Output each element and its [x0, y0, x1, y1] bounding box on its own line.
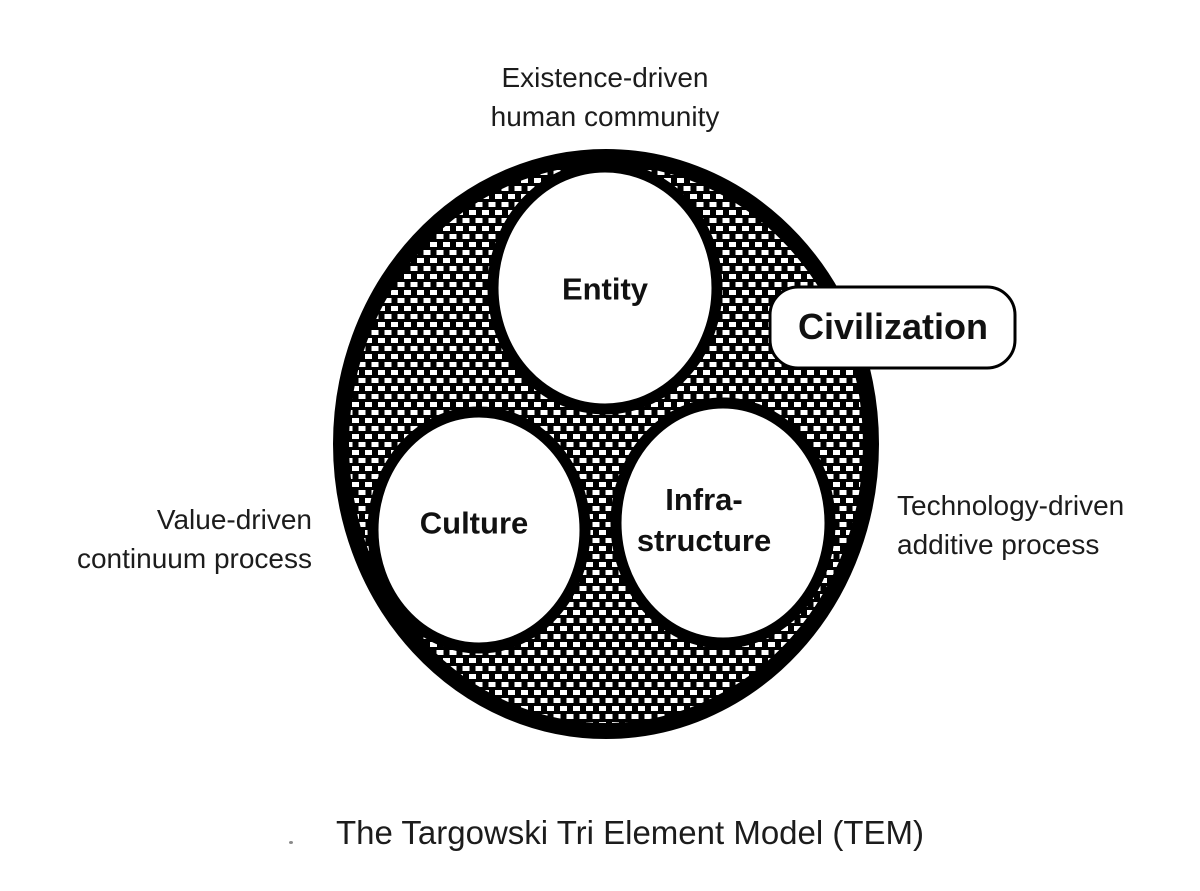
culture-circle-label: Culture [419, 505, 529, 541]
infrastructure-circle-label: Infra- structure [636, 482, 772, 558]
infrastructure-circle [610, 397, 836, 649]
left-annotation: Value-driven continuum process [76, 504, 312, 574]
top-annotation: Existence-driven human community [490, 62, 720, 132]
culture-circle [367, 406, 591, 654]
civilization-badge-shape [768, 285, 1017, 370]
civilization-badge-label: Civilization [797, 306, 989, 347]
entity-circle [487, 161, 723, 415]
diagram-caption: The Targowski Tri Element Model (TEM) [335, 814, 925, 851]
right-annotation: Technology-driven additive process [897, 490, 1125, 560]
entity-circle-label: Entity [561, 271, 649, 307]
ink-speck [289, 841, 293, 844]
